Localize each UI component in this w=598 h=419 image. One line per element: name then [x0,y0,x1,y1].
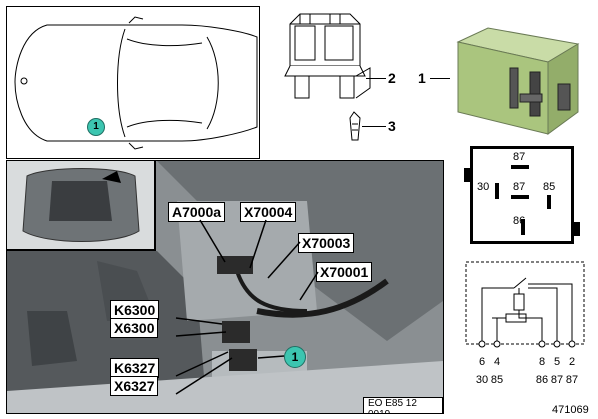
pin-85: 85 [543,181,556,193]
callout-x70004: X70004 [240,202,297,222]
pin-30: 30 [477,181,490,193]
callout-x6327: X6327 [110,376,159,396]
schematic-terminal-87b: 87 [565,374,579,386]
part-number-3: 3 [388,118,396,134]
leader-line-1 [430,78,450,79]
schematic-terminal-30: 30 [475,374,489,386]
location-badge-car: 1 [87,118,105,136]
callout-a7000a: A7000a [168,202,226,222]
pin-87-top: 87 [513,151,526,163]
engine-bay-photo: EO E85 12 0019 [6,160,444,414]
schematic-pin-8: 8 [538,356,546,368]
part-number-2: 2 [388,70,396,86]
relay-face-tab-left [464,168,470,182]
callout-k6300: K6300 [110,300,160,320]
pin-87-top-slot [511,165,529,169]
pin-86-slot [521,219,525,235]
car-top-view-panel: 1 [6,6,260,159]
schematic-terminal-87a: 87 [550,374,564,386]
relay-photo [456,27,580,135]
car-outline [14,16,258,150]
pin-30-slot [495,183,499,199]
relay-schematic [465,261,585,348]
callout-k6327: K6327 [110,358,160,378]
relay-pin-face: 87 30 87 85 86 [470,146,574,244]
pin-87-center: 87 [513,181,526,193]
figure-number: 471069 [552,404,589,416]
part-number-1: 1 [418,70,426,86]
callout-x70001: X70001 [316,262,373,282]
pin-85-slot [547,195,551,209]
relay-holder-drawing [284,13,371,141]
schematic-terminal-86: 86 [535,374,549,386]
location-badge-photo: 1 [284,346,306,368]
engine-inset-thumbnail [7,161,156,251]
leader-line-2 [366,78,386,79]
schematic-pin-6: 6 [478,356,486,368]
photo-reference-code: EO E85 12 0019 [363,397,443,413]
schematic-pin-4: 4 [493,356,501,368]
callout-x70003: X70003 [298,233,355,253]
leader-line-3 [362,126,386,127]
pin-87-center-slot [511,195,529,199]
relay-face-tab-right [574,222,580,236]
schematic-pin-2: 2 [568,356,576,368]
schematic-pin-5: 5 [553,356,561,368]
callout-x6300: X6300 [110,318,159,338]
schematic-terminal-85: 85 [490,374,504,386]
